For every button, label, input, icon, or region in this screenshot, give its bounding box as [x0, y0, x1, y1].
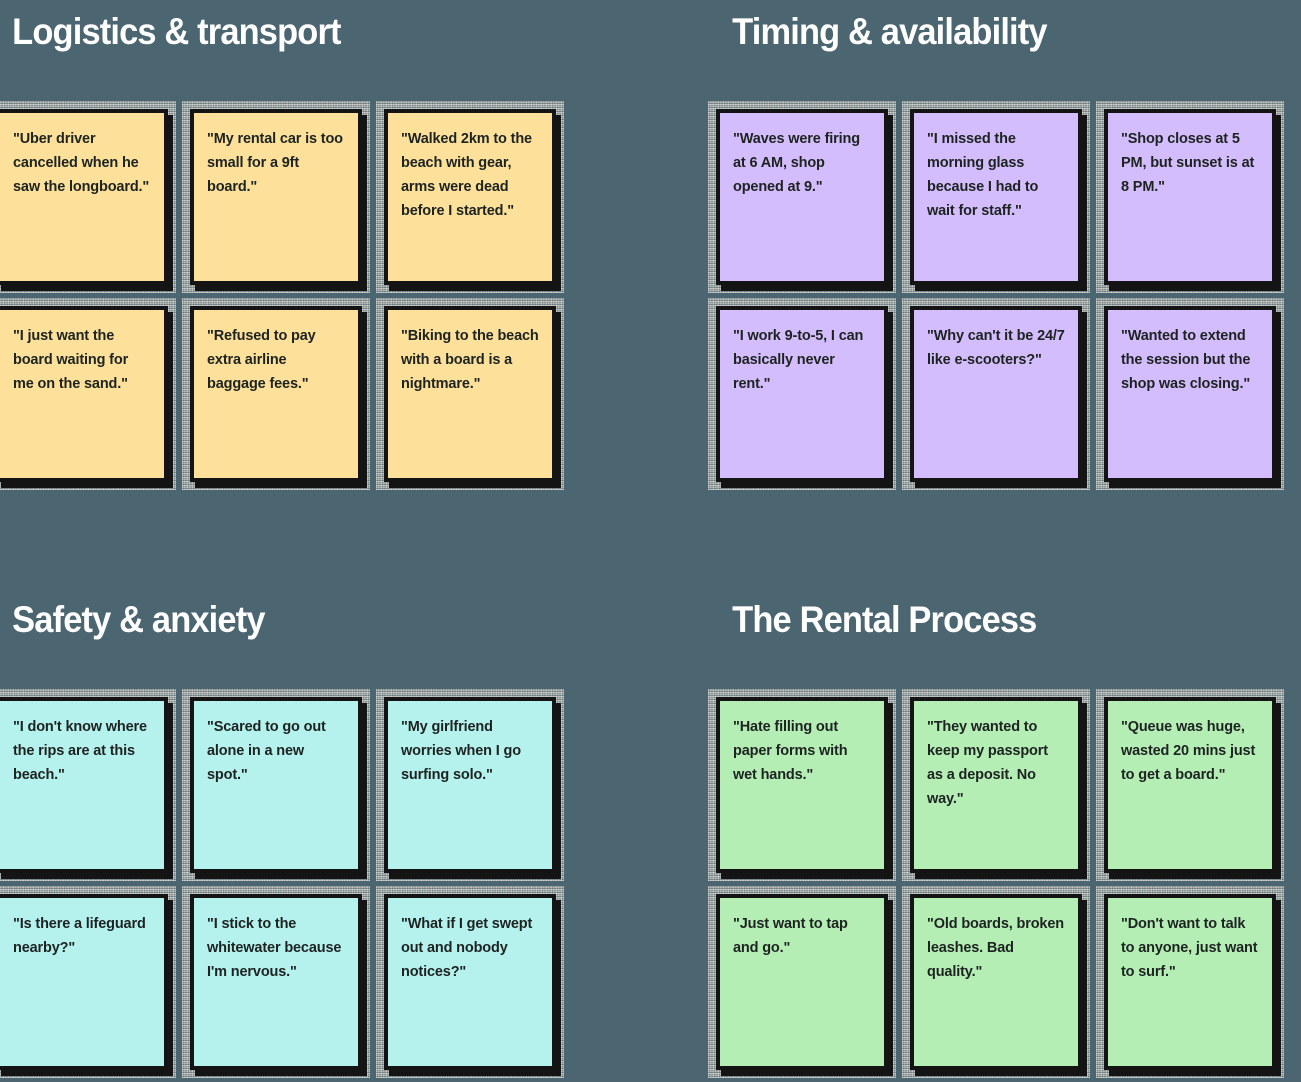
- sticky-note-card[interactable]: "Hate filling out paper forms with wet h…: [716, 697, 888, 873]
- cluster-title: Timing & availability: [732, 11, 1047, 52]
- sticky-note-text: "Refused to pay extra airline baggage fe…: [207, 328, 316, 392]
- sticky-note-card[interactable]: "I just want the board waiting for me on…: [0, 306, 168, 482]
- sticky-note-card[interactable]: "My girlfriend worries when I go surfing…: [384, 697, 556, 873]
- sticky-note[interactable]: "I missed the morning glass because I ha…: [902, 101, 1090, 293]
- sticky-note-card[interactable]: "Uber driver cancelled when he saw the l…: [0, 109, 168, 285]
- cluster-logistics-transport: Logistics & transport "Uber driver cance…: [0, 0, 580, 490]
- sticky-note[interactable]: "Scared to go out alone in a new spot.": [182, 689, 370, 881]
- sticky-note-text: "They wanted to keep my passport as a de…: [927, 719, 1048, 807]
- sticky-note-text: "Scared to go out alone in a new spot.": [207, 719, 326, 783]
- sticky-note[interactable]: "Don't want to talk to anyone, just want…: [1096, 886, 1284, 1078]
- sticky-note[interactable]: "Queue was huge, wasted 20 mins just to …: [1096, 689, 1284, 881]
- sticky-note[interactable]: "My girlfriend worries when I go surfing…: [376, 689, 564, 881]
- sticky-note[interactable]: "Walked 2km to the beach with gear, arms…: [376, 101, 564, 293]
- sticky-note-text: "Don't want to talk to anyone, just want…: [1121, 916, 1258, 980]
- sticky-note-card[interactable]: "What if I get swept out and nobody noti…: [384, 894, 556, 1070]
- sticky-note[interactable]: "What if I get swept out and nobody noti…: [376, 886, 564, 1078]
- sticky-note-card[interactable]: "Walked 2km to the beach with gear, arms…: [384, 109, 556, 285]
- notes-grid: "Hate filling out paper forms with wet h…: [708, 689, 1300, 1078]
- sticky-note-card[interactable]: "I don't know where the rips are at this…: [0, 697, 168, 873]
- sticky-note-card[interactable]: "Biking to the beach with a board is a n…: [384, 306, 556, 482]
- sticky-note-text: "I stick to the whitewater because I'm n…: [207, 916, 342, 980]
- sticky-note[interactable]: "I work 9-to-5, I can basically never re…: [708, 298, 896, 490]
- sticky-note[interactable]: "I stick to the whitewater because I'm n…: [182, 886, 370, 1078]
- sticky-note-text: "Biking to the beach with a board is a n…: [401, 328, 539, 392]
- sticky-note-card[interactable]: "Just want to tap and go.": [716, 894, 888, 1070]
- sticky-note-text: "I just want the board waiting for me on…: [13, 328, 129, 392]
- sticky-note-text: "My rental car is too small for a 9ft bo…: [207, 131, 343, 195]
- cluster-title: The Rental Process: [732, 599, 1037, 640]
- sticky-note-text: "I missed the morning glass because I ha…: [927, 131, 1039, 219]
- sticky-note-card[interactable]: "Why can't it be 24/7 like e-scooters?": [910, 306, 1082, 482]
- sticky-note-card[interactable]: "Queue was huge, wasted 20 mins just to …: [1104, 697, 1276, 873]
- sticky-note-card[interactable]: "Don't want to talk to anyone, just want…: [1104, 894, 1276, 1070]
- sticky-note[interactable]: "Just want to tap and go.": [708, 886, 896, 1078]
- sticky-note-card[interactable]: "I missed the morning glass because I ha…: [910, 109, 1082, 285]
- sticky-note-text: "Wanted to extend the session but the sh…: [1121, 328, 1251, 392]
- sticky-note-text: "Shop closes at 5 PM, but sunset is at 8…: [1121, 131, 1255, 195]
- sticky-note-card[interactable]: "Refused to pay extra airline baggage fe…: [190, 306, 362, 482]
- sticky-note-text: "I work 9-to-5, I can basically never re…: [733, 328, 864, 392]
- sticky-note-card[interactable]: "I stick to the whitewater because I'm n…: [190, 894, 362, 1070]
- sticky-note[interactable]: "Biking to the beach with a board is a n…: [376, 298, 564, 490]
- sticky-note[interactable]: "My rental car is too small for a 9ft bo…: [182, 101, 370, 293]
- sticky-note[interactable]: "Shop closes at 5 PM, but sunset is at 8…: [1096, 101, 1284, 293]
- sticky-note-text: "Queue was huge, wasted 20 mins just to …: [1121, 719, 1256, 783]
- sticky-note-text: "Why can't it be 24/7 like e-scooters?": [927, 328, 1065, 368]
- sticky-note[interactable]: "They wanted to keep my passport as a de…: [902, 689, 1090, 881]
- sticky-note-text: "My girlfriend worries when I go surfing…: [401, 719, 521, 783]
- notes-grid: "Waves were firing at 6 AM, shop opened …: [708, 101, 1300, 490]
- sticky-note-text: "I don't know where the rips are at this…: [13, 719, 147, 783]
- cluster-title: Logistics & transport: [12, 11, 341, 52]
- sticky-note[interactable]: "Wanted to extend the session but the sh…: [1096, 298, 1284, 490]
- sticky-note-card[interactable]: "Old boards, broken leashes. Bad quality…: [910, 894, 1082, 1070]
- sticky-note[interactable]: "Refused to pay extra airline baggage fe…: [182, 298, 370, 490]
- sticky-note[interactable]: "Old boards, broken leashes. Bad quality…: [902, 886, 1090, 1078]
- sticky-note[interactable]: "I just want the board waiting for me on…: [0, 298, 176, 490]
- sticky-note-card[interactable]: "Shop closes at 5 PM, but sunset is at 8…: [1104, 109, 1276, 285]
- cluster-safety-anxiety: Safety & anxiety "I don't know where the…: [0, 588, 580, 1078]
- sticky-note-text: "Is there a lifeguard nearby?": [13, 916, 146, 956]
- sticky-note[interactable]: "Is there a lifeguard nearby?": [0, 886, 176, 1078]
- sticky-note-text: "Just want to tap and go.": [733, 916, 848, 956]
- sticky-note-text: "Walked 2km to the beach with gear, arms…: [401, 131, 532, 219]
- cluster-timing-availability: Timing & availability "Waves were firing…: [708, 0, 1300, 490]
- cluster-title: Safety & anxiety: [12, 599, 265, 640]
- notes-grid: "Uber driver cancelled when he saw the l…: [0, 101, 580, 490]
- sticky-note[interactable]: "Why can't it be 24/7 like e-scooters?": [902, 298, 1090, 490]
- sticky-note[interactable]: "I don't know where the rips are at this…: [0, 689, 176, 881]
- sticky-note-card[interactable]: "Is there a lifeguard nearby?": [0, 894, 168, 1070]
- sticky-note-text: "What if I get swept out and nobody noti…: [401, 916, 533, 980]
- sticky-note[interactable]: "Waves were firing at 6 AM, shop opened …: [708, 101, 896, 293]
- sticky-note-card[interactable]: "My rental car is too small for a 9ft bo…: [190, 109, 362, 285]
- sticky-note-text: "Old boards, broken leashes. Bad quality…: [927, 916, 1064, 980]
- sticky-note-card[interactable]: "Wanted to extend the session but the sh…: [1104, 306, 1276, 482]
- sticky-note[interactable]: "Hate filling out paper forms with wet h…: [708, 689, 896, 881]
- sticky-note-card[interactable]: "I work 9-to-5, I can basically never re…: [716, 306, 888, 482]
- notes-grid: "I don't know where the rips are at this…: [0, 689, 580, 1078]
- sticky-note-card[interactable]: "Scared to go out alone in a new spot.": [190, 697, 362, 873]
- sticky-note-text: "Waves were firing at 6 AM, shop opened …: [733, 131, 860, 195]
- sticky-note[interactable]: "Uber driver cancelled when he saw the l…: [0, 101, 176, 293]
- sticky-note-card[interactable]: "Waves were firing at 6 AM, shop opened …: [716, 109, 888, 285]
- cluster-rental-process: The Rental Process "Hate filling out pap…: [708, 588, 1300, 1078]
- sticky-note-text: "Hate filling out paper forms with wet h…: [733, 719, 848, 783]
- sticky-note-card[interactable]: "They wanted to keep my passport as a de…: [910, 697, 1082, 873]
- sticky-note-text: "Uber driver cancelled when he saw the l…: [13, 131, 150, 195]
